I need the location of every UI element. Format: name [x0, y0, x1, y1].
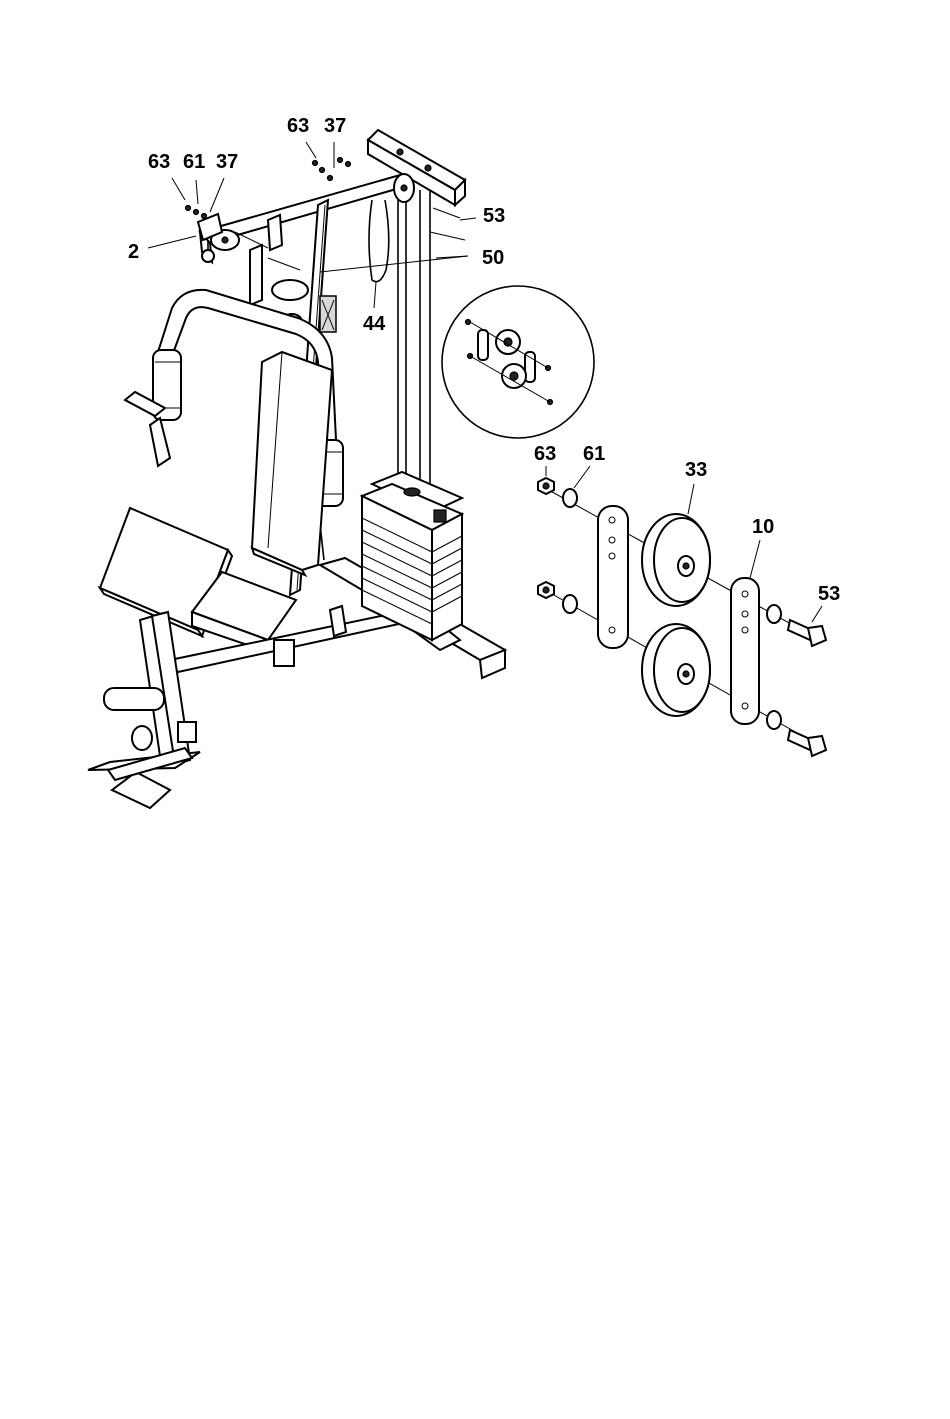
- callout-63-left: 63: [148, 151, 170, 173]
- nut-63-bottom: [538, 582, 554, 598]
- pulley-wheel-33-bottom: [642, 624, 710, 716]
- pulley-wheel-33-top: [642, 514, 710, 606]
- callout-37-left: 37: [216, 151, 238, 173]
- callout-61-pulley: 61: [583, 443, 605, 465]
- washer-right-top: [767, 605, 781, 623]
- callout-50: 50: [482, 247, 504, 269]
- plate-10-left: [598, 506, 628, 648]
- callout-37-top: 37: [324, 115, 346, 137]
- washer-right-bottom: [767, 711, 781, 729]
- weight-stack: [362, 472, 462, 640]
- callout-53-pulley: 53: [818, 583, 840, 605]
- pulley-assembly: [538, 478, 826, 756]
- back-pad: [252, 352, 332, 575]
- tower-uprights: [394, 174, 430, 490]
- bolt-53-bottom: [788, 730, 826, 756]
- callout-63-pulley: 63: [534, 443, 556, 465]
- nut-63-top: [538, 478, 554, 494]
- cable-44: [369, 200, 389, 282]
- callout-33: 33: [685, 459, 707, 481]
- callout-2: 2: [128, 241, 139, 263]
- callout-10: 10: [752, 516, 774, 538]
- callout-61-left: 61: [183, 151, 205, 173]
- washer-61-top: [563, 489, 577, 507]
- bolt-53-top: [788, 620, 826, 646]
- washer-61-bottom: [563, 595, 577, 613]
- home-gym-machine: [88, 130, 505, 808]
- callout-44: 44: [363, 313, 386, 335]
- pivot-hardware-2: [186, 206, 223, 263]
- plate-10-right: [731, 578, 759, 724]
- callout-63-top: 63: [287, 115, 309, 137]
- detail-inset: [442, 286, 594, 438]
- callout-53-top: 53: [483, 205, 505, 227]
